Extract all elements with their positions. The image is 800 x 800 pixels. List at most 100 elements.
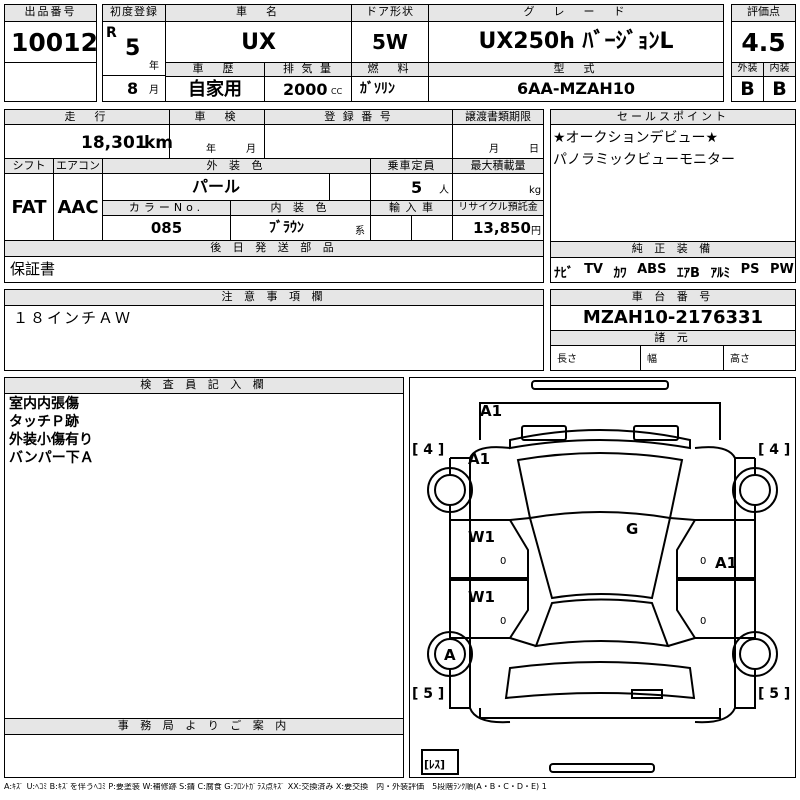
equipment-item: PS [740,262,760,277]
ac-label: エアコン [53,158,103,174]
capacity: 5 [411,178,423,197]
recycle: 13,850 [473,219,531,237]
spare-box [421,749,459,775]
inspector-line-3: 外装小傷有り [9,432,93,448]
era: R [106,25,117,41]
office-label: 事 務 局 よ り ご 案 内 [4,718,404,735]
transfer-day-unit: 日 [529,144,539,155]
color-extra-box [329,173,371,201]
width-box: 幅 [640,345,724,371]
chassis-number: MZAH10-2176331 [582,307,764,328]
model: 6AA-MZAH10 [516,79,636,98]
car-name-label: 車 名 [165,4,352,22]
sales-line-1: ★オークションデビュー★ [553,130,719,146]
notes-text: １８インチＡＷ [13,309,133,327]
history-label: 車 歴 [165,62,265,77]
interior-grade: B [772,78,787,100]
displacement-box: 2000 CC [264,76,352,102]
tire-inner-fl [434,474,466,506]
zero-mark: 0 [700,556,706,567]
equipment-item: ABS [637,262,667,277]
grade: UX250h ﾊﾞｰｼﾞｮﾝL [478,29,674,54]
color-box: パール [102,173,330,201]
first-reg-label: 初度登録 [102,4,166,22]
int-color-suffix: 系 [355,226,365,237]
int-color-box: ﾌﾞﾗｳﾝ 系 [230,215,371,241]
equipment-item: ｴｱB [677,266,700,281]
equipment-item: ｱﾙﾐ [710,266,731,281]
capacity-label: 乗車定員 [370,158,453,174]
pillar-lines [509,517,696,647]
inspector-line-2: タッチＰ跡 [9,414,79,430]
equipment-item: ｶﾜ [613,266,627,281]
year-unit: 年 [149,61,159,72]
mileage-unit: km [144,133,174,153]
int-color: ﾌﾞﾗｳﾝ [269,220,304,236]
height-box: 高さ [723,345,796,371]
equipment-box: ﾅﾋﾞ TV ｶﾜ ABS ｴｱB ｱﾙﾐ PS PW [550,257,796,283]
door-box: 5W [351,21,429,63]
interior-grade-box: B [763,76,796,102]
score: 4.5 [741,28,786,57]
load-box: kg [452,173,544,201]
month-unit: 月 [149,85,159,96]
inspection-box: 年 月 [169,124,265,159]
lot-no: 10012 [11,28,98,57]
capacity-box: 5 人 [370,173,453,201]
sales-line-2: パノラミックビューモニター [553,152,735,168]
load-label: 最大積載量 [452,158,544,174]
mileage: 18,301 [81,133,147,153]
transfer-month-unit: 月 [489,144,499,155]
inspector-line-1: 室内内張傷 [9,396,79,412]
roof [529,517,671,600]
mark-glass: G [626,520,638,538]
tire-front-right [732,467,778,513]
headlight-left [521,425,567,441]
notes-box: １８インチＡＷ [4,305,544,371]
headlight-right [633,425,679,441]
door-front-right [676,519,756,579]
car-diagram-svg: A1 A1 W1 W1 G A1 A 0 0 0 0 [ 4 ] [ 4 ] [… [412,380,790,775]
rear-bumper-line [479,708,721,719]
mark-door-fr: A1 [715,554,737,572]
zero-mark: 0 [500,616,506,627]
mark-door-rl: W1 [468,588,495,606]
mark-fender-fl: A1 [468,450,490,468]
door-rear-left [449,579,529,639]
mark-hood: A1 [480,402,502,420]
tire-rear-right [732,631,778,677]
displacement-unit: CC [331,87,343,96]
shift-box: FAT [4,173,54,241]
height-label: 高さ [730,354,750,365]
sales-label: セールスポイント [550,109,796,125]
rear-bumper [549,763,655,773]
tire-label-fl: [ 4 ] [412,442,444,458]
later-box: 保証書 [4,256,544,283]
mark-door-fl: W1 [468,528,495,546]
spare-label: [ﾚｽ] [424,758,445,771]
model-box: 6AA-MZAH10 [428,76,724,102]
score-label: 評価点 [731,4,796,22]
car-name-box: UX [165,21,352,63]
mark-tire-rl: A [444,646,456,664]
exterior-label: 外装 [731,62,764,77]
recycle-unit: 円 [531,226,541,237]
fuel-box: ｶﾞｿﾘﾝ [351,76,429,102]
tire-label-fr: [ 4 ] [758,442,790,458]
lot-no-blank [4,62,97,102]
recycle-box: 13,850 円 [452,215,544,241]
width-label: 幅 [647,354,657,365]
grade-box: UX250h ﾊﾞｰｼﾞｮﾝL [428,21,724,63]
insp-year-unit: 年 [206,144,216,155]
length-label: 長さ [557,354,577,365]
rear-plate [631,689,663,699]
first-reg-box: R 5 年 [102,21,166,76]
score-box: 4.5 [731,21,796,63]
equipment-item: ﾅﾋﾞ [554,266,574,281]
tire-label-rl: [ 5 ] [412,686,444,702]
notes-label: 注 意 事 項 欄 [4,289,544,306]
equipment-list: ﾅﾋﾞ TV ｶﾜ ABS ｴｱB ｱﾙﾐ PS PW [554,262,794,281]
insp-month-unit: 月 [246,144,256,155]
grade-label: グ レ ー ド [428,4,724,22]
zero-mark: 0 [700,616,706,627]
